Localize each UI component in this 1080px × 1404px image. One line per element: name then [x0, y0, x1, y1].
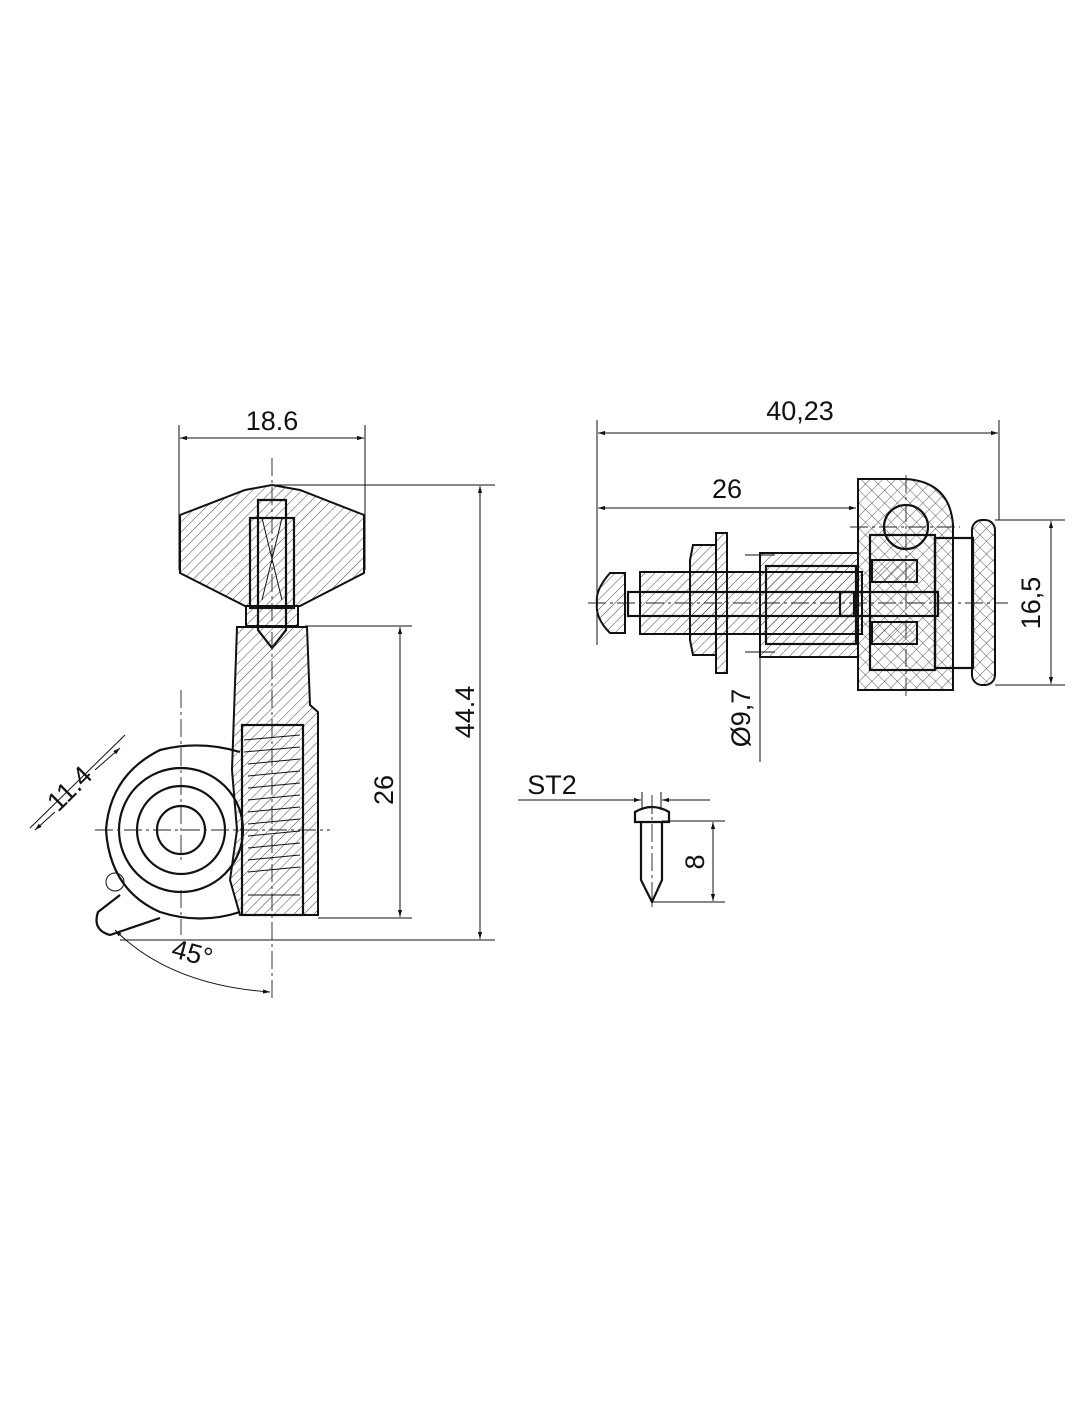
dimension-post-length: 26 [598, 474, 856, 511]
screw [633, 795, 671, 910]
dimension-mount-angle: 45° [114, 929, 271, 994]
dim-18-6: 18.6 [246, 406, 299, 436]
housing-section [857, 478, 954, 691]
dimension-bushing-diameter: Ø9,7 [726, 553, 775, 762]
tuner-button [971, 519, 996, 686]
dimension-housing-height: 26 [305, 625, 412, 919]
side-view [95, 458, 365, 1000]
dim-8: 8 [680, 854, 710, 869]
dimension-screw-type: ST2 [518, 770, 710, 810]
mount-hole [105, 872, 125, 892]
dim-26-top: 26 [712, 474, 742, 504]
dimension-gear-offset: 11.4 [29, 734, 126, 831]
dim-26-side: 26 [369, 775, 399, 805]
dim-40-23: 40,23 [766, 396, 834, 426]
dimension-button-diameter: 16,5 [995, 519, 1065, 686]
dimension-overall-length: 40,23 [596, 396, 1000, 645]
dim-44-4: 44.4 [450, 686, 480, 739]
housing [228, 626, 319, 916]
dim-16-5: 16,5 [1016, 577, 1046, 630]
screw-st2-label: ST2 [527, 770, 577, 800]
dim-9-7: Ø9,7 [726, 689, 756, 748]
dim-45-deg: 45° [169, 934, 216, 974]
top-view [588, 475, 1008, 700]
worm-thread [243, 734, 301, 896]
dimension-knob-width: 18.6 [178, 406, 366, 570]
dimension-screw-length: 8 [652, 820, 725, 903]
shaft [626, 590, 940, 618]
